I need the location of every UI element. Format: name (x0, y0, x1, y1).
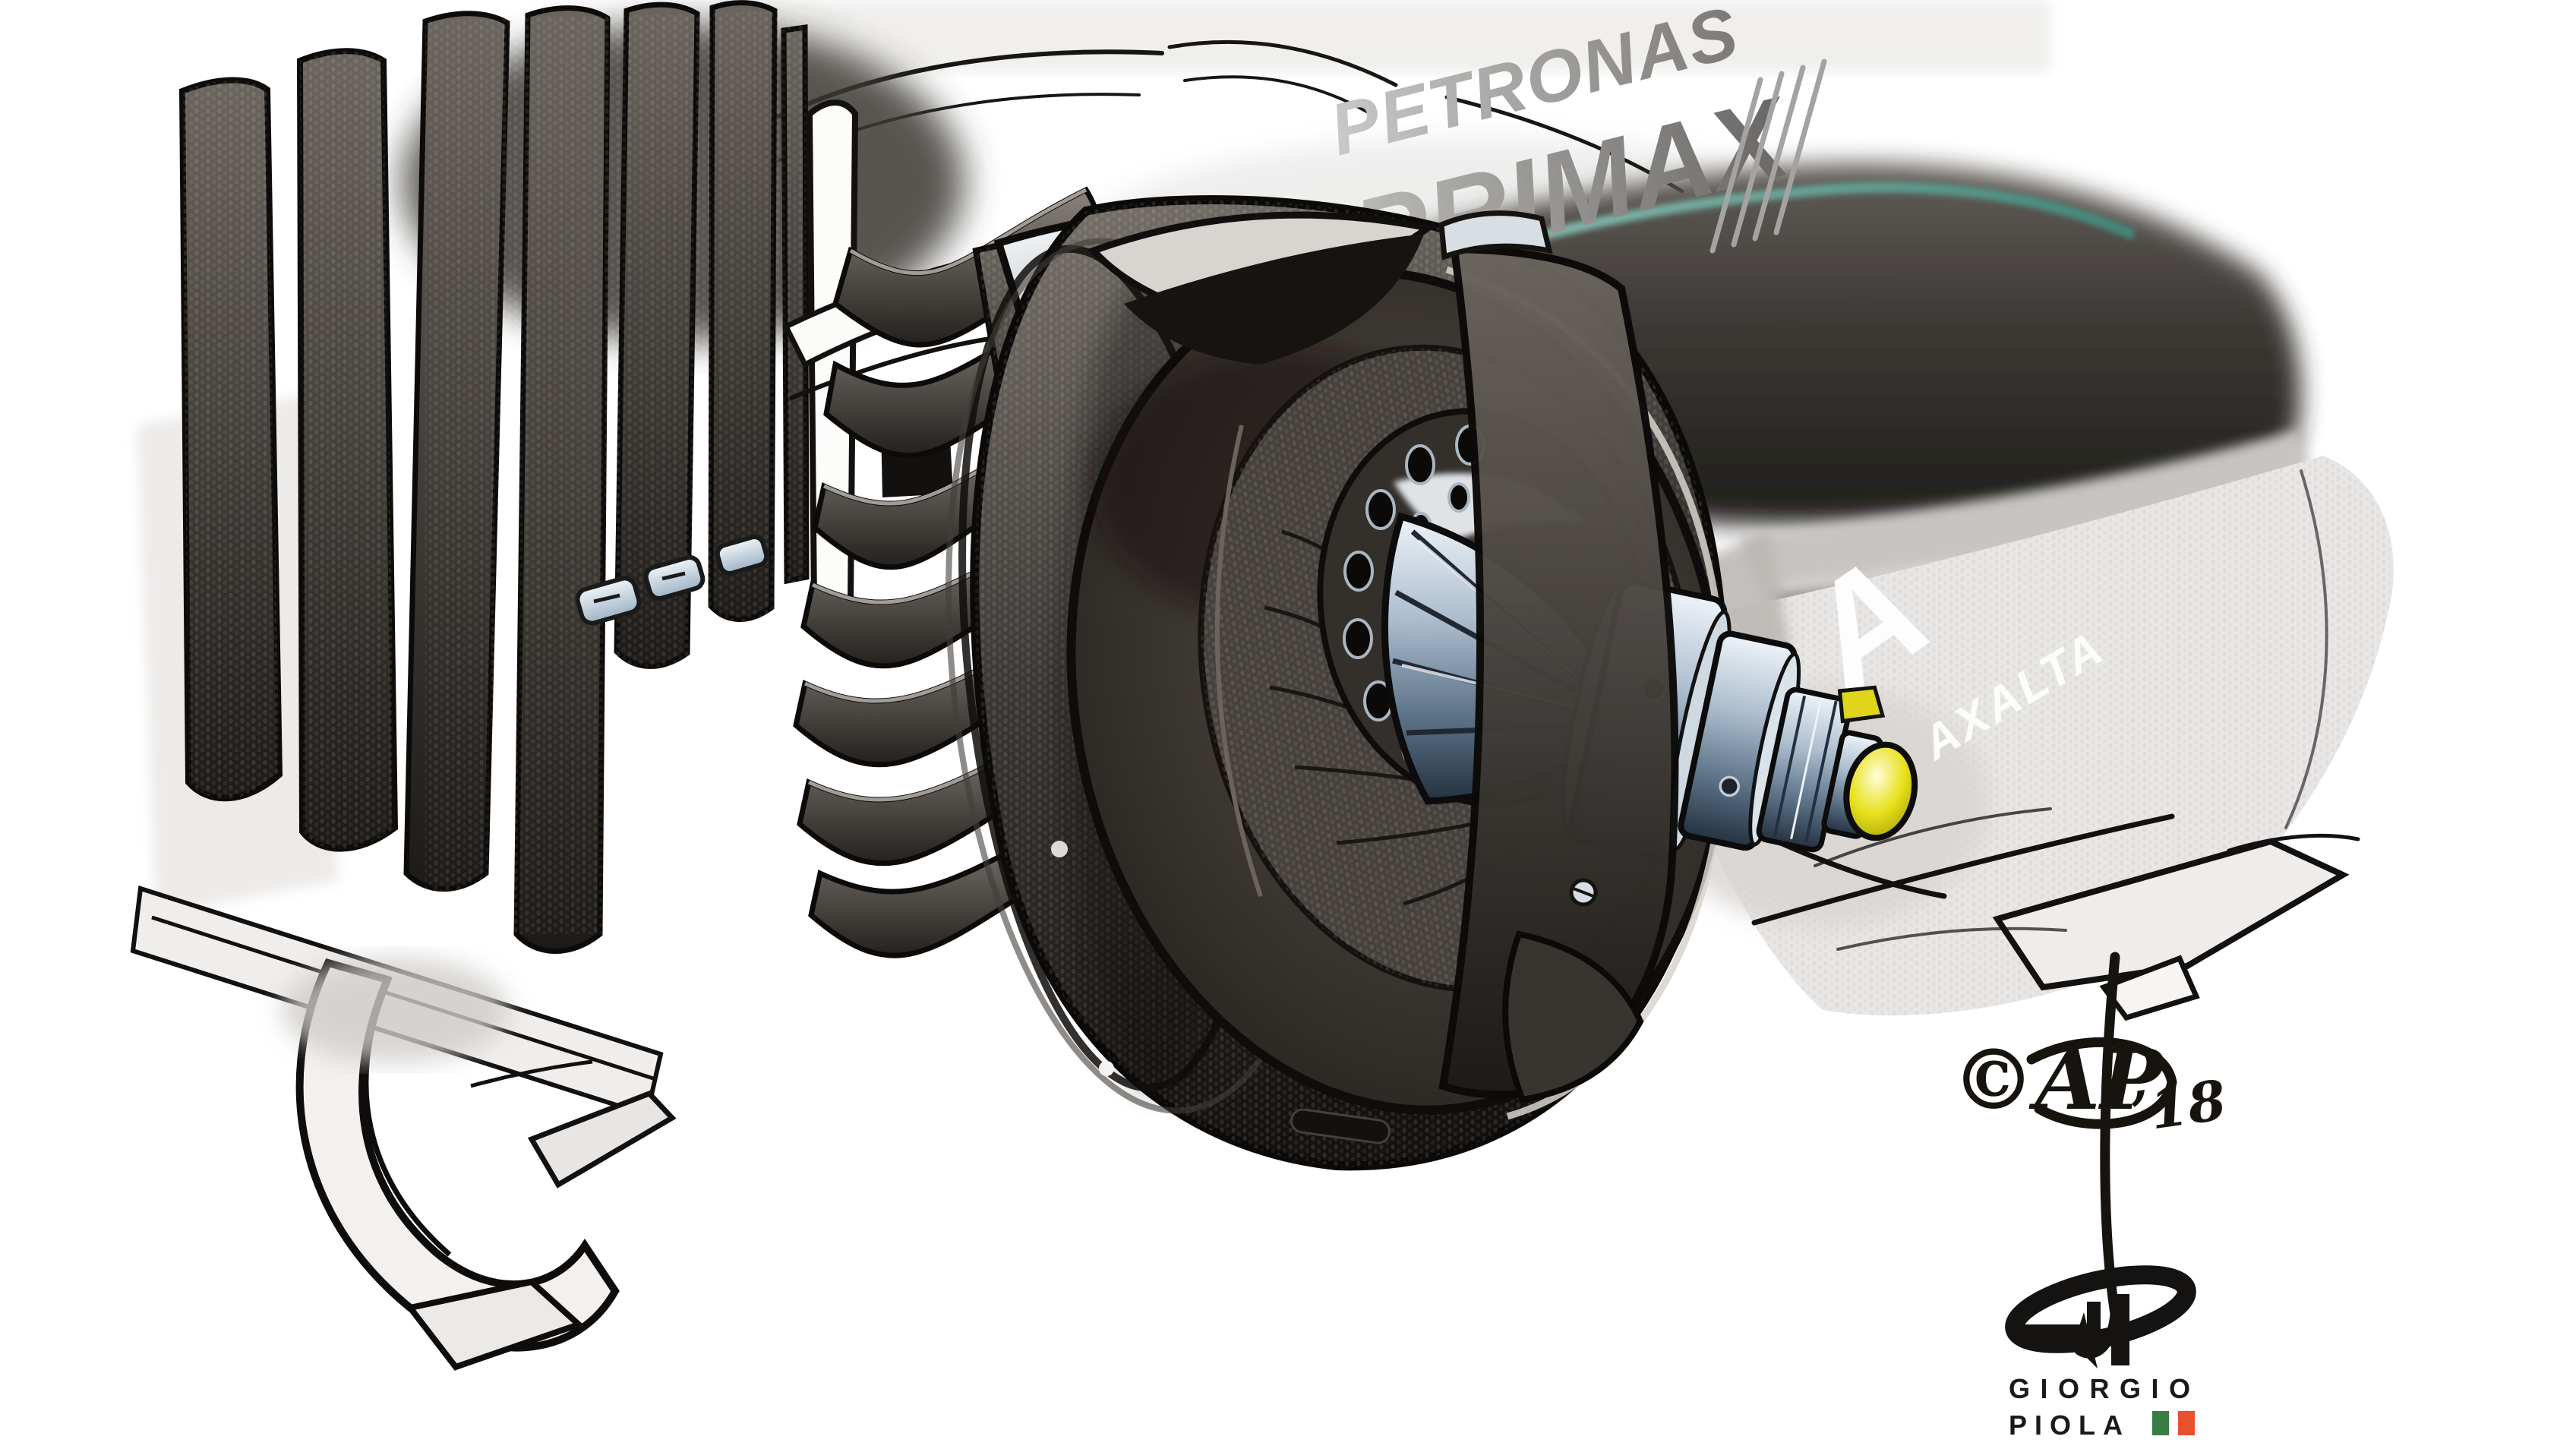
gp-monogram-icon (2005, 1265, 2196, 1365)
signature-year: ’18 (2127, 1067, 2230, 1144)
chrome-clip-icons (575, 535, 769, 626)
logo-speed-streaks-icon (1709, 58, 1827, 254)
giorgio-piola-logo: GIORGIO PIOLA (2005, 1265, 2201, 1441)
italian-flag-icon (2152, 1411, 2195, 1435)
logo-name-line1: GIORGIO (2009, 1373, 2201, 1404)
floor-leading-edge-curve (281, 957, 677, 1371)
bodywork-top-band (721, 0, 2050, 72)
brake-caliper (1502, 930, 1644, 1103)
axle-yellow-tip (1843, 741, 1918, 841)
car-floor: A AXALTA (1633, 456, 2394, 1021)
axle-yellow-sliver (1837, 685, 1886, 724)
artist-signature: ©AP ’18 (1952, 952, 2230, 1368)
left-wing-elements (130, 0, 1031, 1118)
brake-drum (945, 195, 1918, 1171)
logo-name-line2: PIOLA (2009, 1410, 2130, 1441)
